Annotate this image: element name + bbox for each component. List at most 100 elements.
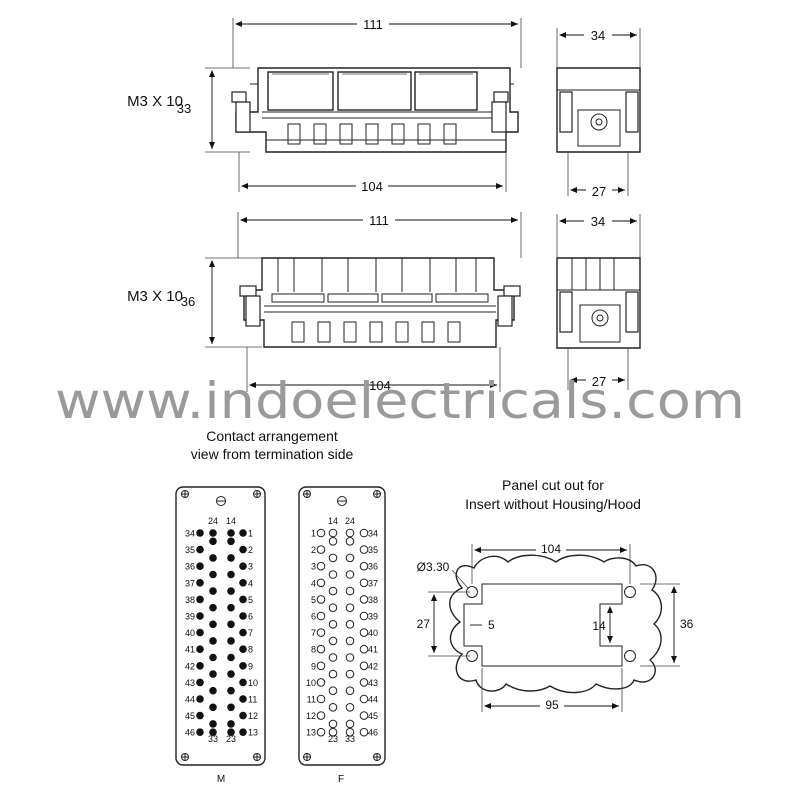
contact-pin	[328, 727, 338, 737]
contact-number: 46	[185, 728, 195, 738]
contact-pin	[345, 570, 355, 579]
contact-number: 35	[368, 545, 378, 555]
contact-pin	[209, 720, 217, 728]
contact-number: 7	[311, 628, 316, 638]
contact-pin	[227, 620, 235, 629]
contact-number: 39	[185, 612, 195, 622]
contact-pin	[239, 662, 247, 670]
contact-pin	[328, 669, 338, 679]
contact-pin	[239, 728, 247, 736]
contact-pin	[328, 603, 338, 613]
contact-pin	[345, 528, 355, 538]
contact-number: 37	[368, 578, 378, 588]
contact-number: 44	[185, 695, 195, 705]
contact-pin	[209, 603, 217, 612]
contact-pin	[227, 728, 235, 736]
contact-number: 40	[368, 628, 378, 638]
contact-pin	[227, 587, 235, 595]
contact-pin	[239, 645, 247, 653]
contact-number: 24	[208, 516, 218, 526]
contact-pin	[196, 678, 204, 687]
contact-number: 11	[248, 695, 257, 705]
contact-pin	[196, 662, 204, 670]
contact-pin	[328, 620, 338, 629]
contact-pin	[239, 529, 247, 537]
contact-pin	[359, 611, 369, 621]
contact-number: 45	[185, 711, 195, 721]
contact-pin	[345, 636, 355, 646]
contact-pin	[328, 528, 338, 538]
contact-pin	[227, 703, 235, 712]
male-label: M	[217, 774, 225, 785]
contact-pin	[209, 637, 217, 645]
contact-number: 1	[248, 529, 253, 539]
contact-pin	[227, 686, 235, 695]
dim-111-top: 111	[363, 17, 383, 32]
contact-pin	[239, 595, 247, 604]
contact-number: 42	[368, 661, 378, 671]
contact-number: 2	[248, 545, 253, 555]
contact-number: 5	[248, 595, 253, 605]
contact-title-1: Contact arrangement	[206, 428, 338, 444]
contact-pin	[227, 529, 235, 537]
contact-pin	[239, 678, 247, 687]
contact-pin	[316, 727, 326, 737]
contact-pin	[227, 720, 235, 728]
contact-number: 14	[226, 516, 236, 526]
contact-pin	[196, 579, 204, 587]
contact-pin	[239, 612, 247, 620]
contact-pin	[196, 529, 204, 537]
contact-number: 23	[328, 734, 338, 744]
contact-pin	[239, 711, 247, 720]
contact-pin	[359, 578, 369, 588]
contact-pin	[345, 703, 355, 712]
contact-pin	[239, 695, 247, 703]
contact-pin	[328, 537, 338, 546]
contact-pin	[328, 719, 338, 729]
contact-number: 43	[368, 678, 378, 688]
contact-number: 3	[248, 562, 253, 572]
contact-pin	[328, 553, 338, 563]
contact-number: 13	[248, 728, 258, 738]
contact-pin	[316, 595, 326, 604]
watermark-text: www.indoelectricals.com	[55, 372, 745, 430]
dim-27-top: 27	[592, 184, 606, 199]
contact-number: 9	[311, 661, 316, 671]
contact-pin	[209, 670, 217, 678]
contact-number: 8	[311, 645, 316, 655]
contact-pin	[209, 570, 217, 579]
contact-pin	[316, 694, 326, 704]
contact-number: 43	[185, 678, 195, 688]
contact-pin	[316, 644, 326, 654]
contact-title-2: view from termination side	[191, 446, 354, 462]
contact-pin	[359, 694, 369, 704]
contact-number: 6	[248, 612, 253, 622]
contact-pin	[196, 545, 204, 554]
panel-dim-104: 104	[541, 542, 561, 556]
contact-pin	[227, 537, 235, 546]
contact-pin	[196, 645, 204, 653]
contact-pin	[328, 586, 338, 596]
contact-number: 11	[307, 695, 316, 705]
contact-number: 2	[311, 545, 316, 555]
contact-number: 34	[185, 529, 195, 539]
contact-number: 14	[328, 516, 338, 526]
panel-title-1: Panel cut out for	[502, 477, 604, 493]
contact-pin	[196, 695, 204, 703]
contact-number: 41	[368, 645, 378, 655]
contact-pin	[209, 653, 217, 662]
contact-pin	[345, 553, 355, 563]
contact-pin	[359, 711, 369, 720]
contact-number: 37	[185, 578, 195, 588]
contact-pin	[196, 612, 204, 620]
panel-dim-5: 5	[488, 618, 495, 632]
contact-pin	[196, 562, 204, 570]
dim-34-bottom: 34	[591, 214, 605, 229]
panel-dim-95: 95	[545, 698, 559, 712]
screw-label-1: M3 X 10	[127, 93, 183, 110]
contact-pin	[328, 653, 338, 662]
contact-pin	[359, 644, 369, 654]
contact-pin	[209, 686, 217, 695]
